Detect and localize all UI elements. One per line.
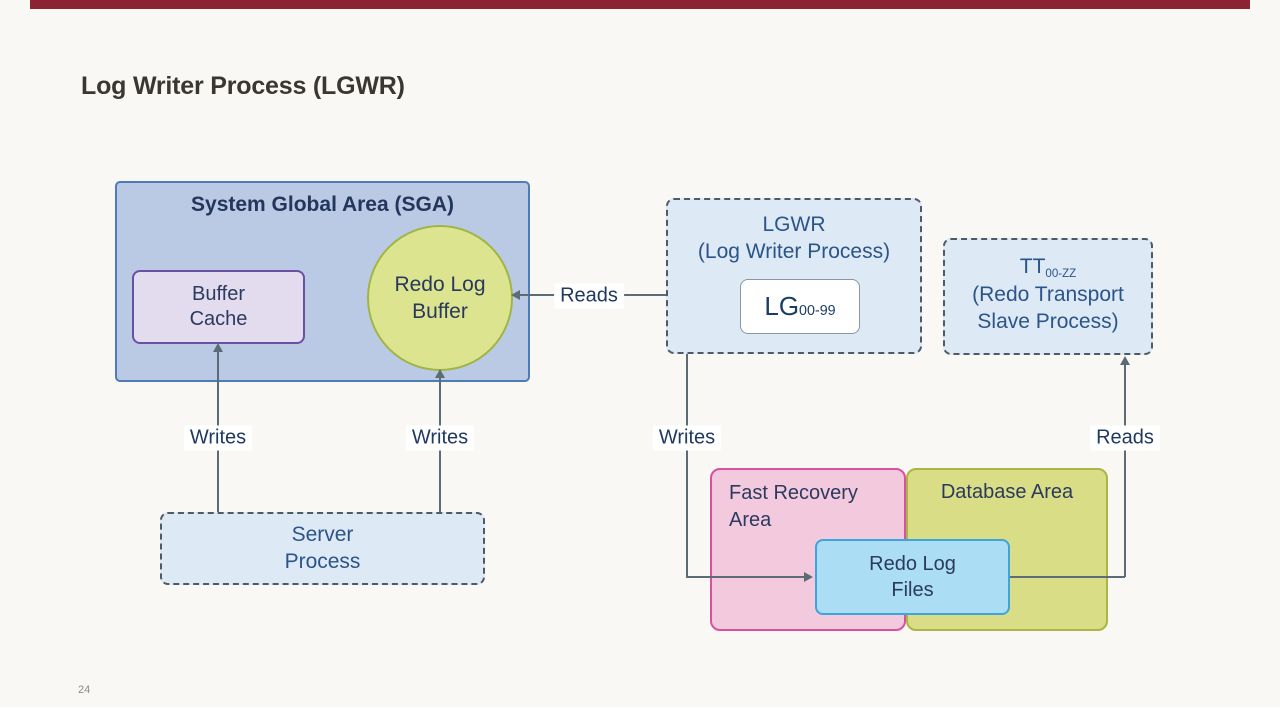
- database-area-label: Database Area: [940, 481, 1074, 503]
- fast-recovery-area-label: Fast Recovery Area: [729, 480, 858, 534]
- tt-label-line2: (Redo Transport: [972, 282, 1124, 306]
- sga-box: System Global Area (SGA) Buffer Cache Re…: [115, 181, 530, 382]
- reads-right-line-horizontal: [1010, 576, 1125, 578]
- writes-left-arrowhead-icon: [213, 343, 223, 352]
- buffer-cache-label-line2: Cache: [189, 308, 248, 330]
- redo-log-files-label-line2: Files: [891, 579, 934, 601]
- writes-right-arrowhead-icon: [804, 572, 813, 582]
- writes-left-label: Writes: [183, 425, 253, 451]
- bottom-footer-band: [0, 707, 1280, 720]
- reads-right-label: Reads: [1090, 425, 1160, 451]
- server-process-label-line2: Process: [284, 549, 361, 573]
- page-title: Log Writer Process (LGWR): [81, 72, 405, 100]
- redo-log-buffer-circle: Redo Log Buffer: [367, 225, 513, 371]
- writes-right-line-vertical: [686, 354, 688, 578]
- reads-left-arrowhead-icon: [511, 290, 520, 300]
- top-accent-bar: [30, 0, 1250, 9]
- tt-main: TT: [1019, 255, 1046, 278]
- redo-log-files-label-line1: Redo Log: [869, 553, 956, 575]
- lg-chip-main: LG: [764, 290, 800, 321]
- page-number: 24: [78, 684, 91, 696]
- server-process-label-line1: Server: [291, 522, 354, 546]
- writes-right-label: Writes: [652, 425, 722, 451]
- lg-chip-subscript: 00-99: [799, 303, 836, 320]
- redo-log-buffer-label-line1: Redo Log: [394, 272, 486, 296]
- tt-label-line1: TT00-ZZ: [945, 253, 1151, 281]
- reads-right-line-vertical: [1124, 364, 1126, 577]
- buffer-cache-label-line1: Buffer: [192, 283, 245, 305]
- lgwr-label-line2: (Log Writer Process): [697, 240, 891, 264]
- lgwr-label-line1: LGWR: [762, 213, 826, 236]
- reads-right-arrowhead-icon: [1120, 356, 1130, 365]
- redo-log-buffer-label-line2: Buffer: [412, 300, 468, 323]
- fast-recovery-area-label-line2: Area: [729, 509, 772, 531]
- writes-right-line-horizontal: [686, 576, 804, 578]
- tt-label-line3: Slave Process): [977, 310, 1119, 334]
- tt-subscript: 00-ZZ: [1045, 268, 1077, 281]
- tt-box: TT00-ZZ (Redo Transport Slave Process): [943, 238, 1153, 355]
- fast-recovery-area-label-line1: Fast Recovery: [729, 482, 858, 504]
- writes-mid-arrowhead-icon: [435, 369, 445, 378]
- writes-mid-label: Writes: [405, 425, 475, 451]
- reads-left-label: Reads: [554, 283, 624, 309]
- server-process-box: Server Process: [160, 512, 485, 585]
- redo-log-files-box: Redo Log Files: [815, 539, 1010, 615]
- buffer-cache-box: Buffer Cache: [132, 270, 305, 344]
- sga-title: System Global Area (SGA): [191, 193, 454, 216]
